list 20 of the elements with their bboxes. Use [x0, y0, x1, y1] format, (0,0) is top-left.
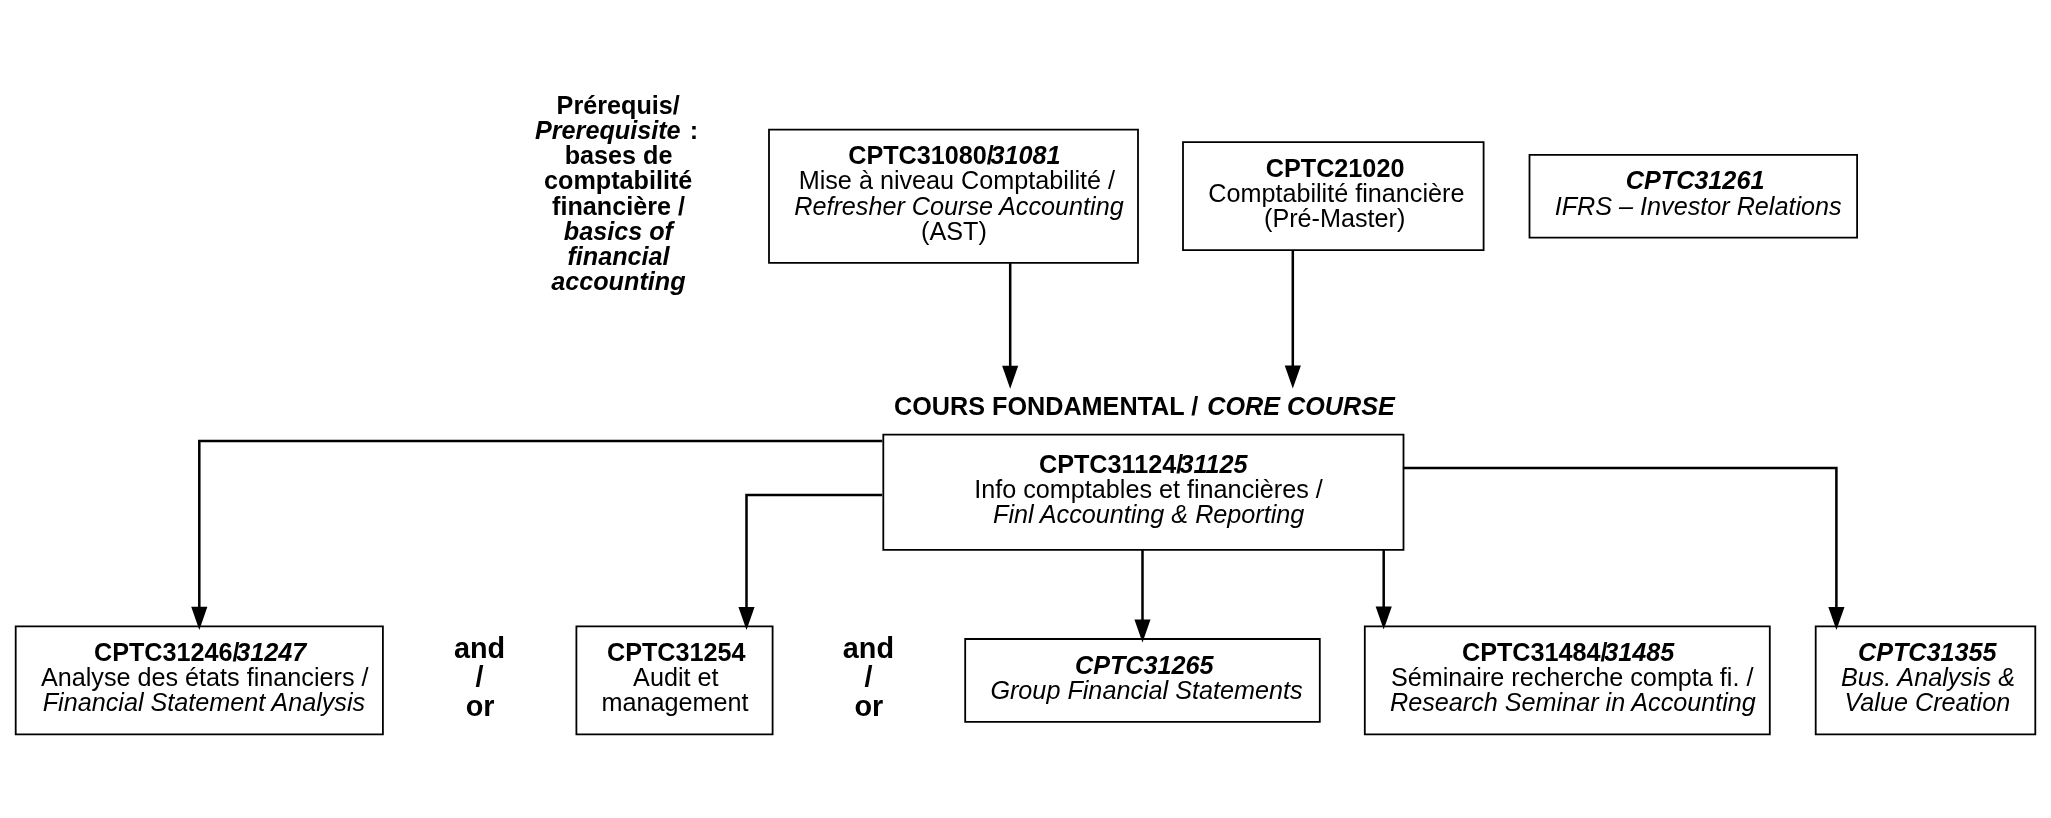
- arrow: [1002, 262, 1019, 389]
- arrow: [1284, 249, 1301, 389]
- label: and / or: [842, 631, 894, 722]
- node-box: CPTC21020 Comptabilité financière (Pré-Master): [1182, 140, 1485, 251]
- label: Prérequis/ Prerequisite : bases de comptabilité financière / basics of financial accounting: [535, 90, 699, 295]
- node-box: CPTC31265 Group Financial Statements: [964, 637, 1321, 723]
- node-label: COURS FONDAMENTAL / CORE COURSE: [894, 391, 1395, 420]
- arrow: [1375, 549, 1392, 630]
- arrow: [191, 439, 883, 630]
- label: and / or: [454, 631, 506, 722]
- node-box: CPTC31246/31247 Analyse des états financiers / Financial Statement Analysis: [14, 625, 384, 735]
- arrow: [738, 493, 883, 630]
- arrow: [1402, 466, 1845, 630]
- node-box: CPTC31261 IFRS – Investor Relations: [1528, 153, 1858, 238]
- arrow: [1134, 549, 1151, 642]
- node-box: CPTC31254 Audit et management: [575, 625, 774, 735]
- node-box: CPTC31484/31485 Séminaire recherche compta fi. / Research Seminar in Accounting: [1363, 625, 1771, 735]
- node-box: CPTC31355 Bus. Analysis & Value Creation: [1814, 625, 2037, 735]
- node-box: CPTC31124/31125 Info comptables et financières / Finl Accounting & Reporting: [882, 433, 1405, 551]
- node-box: CPTC31080/31081 Mise à niveau Comptabilité / Refresher Course Accounting (AST): [768, 128, 1139, 264]
